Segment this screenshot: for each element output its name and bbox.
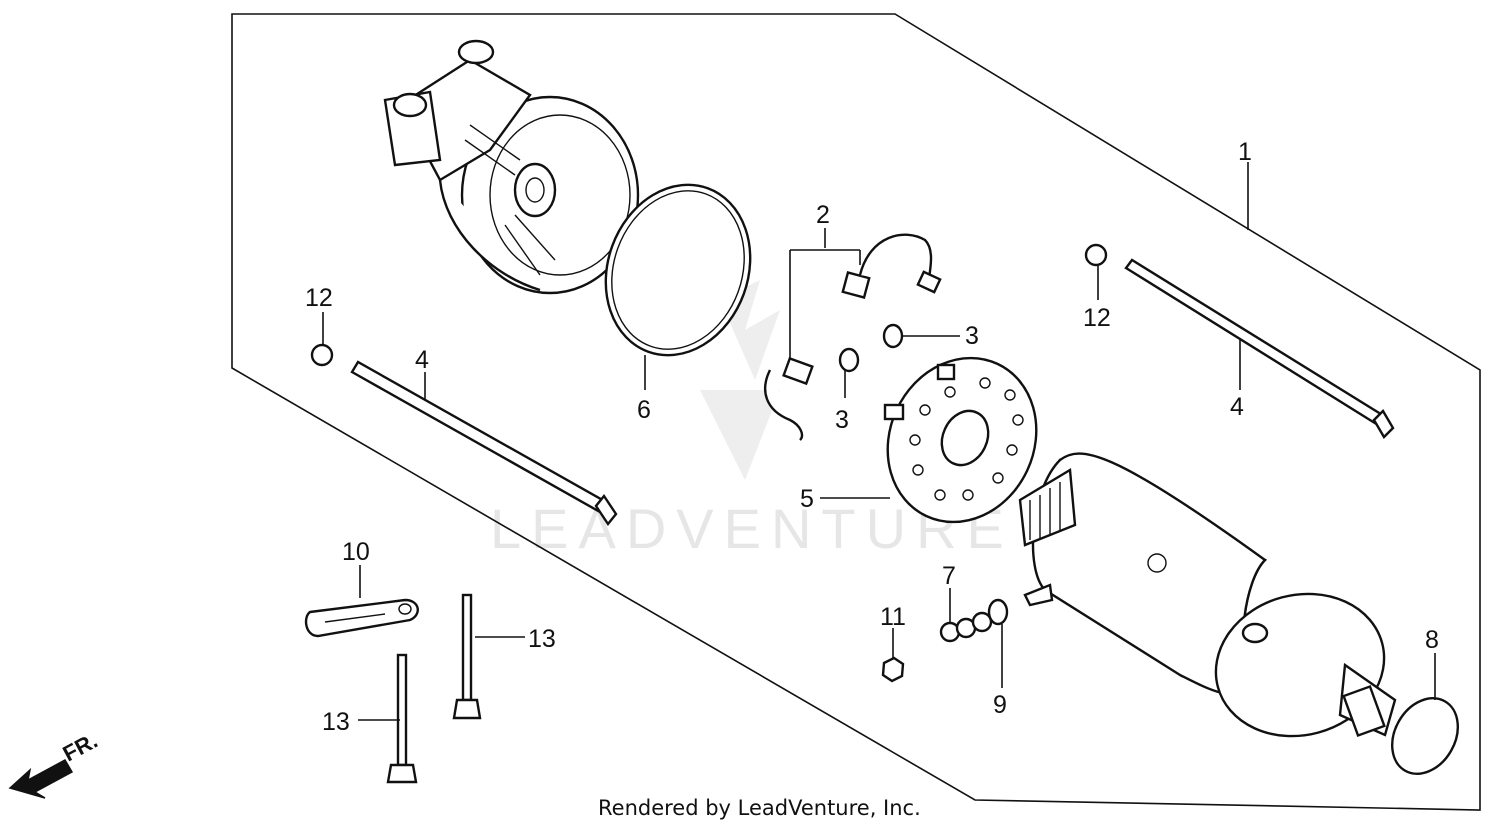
callout-12-right: 12 — [1083, 304, 1111, 332]
through-bolt-4-right — [1124, 258, 1395, 439]
callout-1: 1 — [1238, 138, 1252, 166]
brush-holder-5 — [883, 356, 1038, 524]
callout-13-lower: 13 — [322, 708, 350, 736]
callout-13-upper: 13 — [528, 625, 556, 653]
callout-4-right: 4 — [1230, 393, 1244, 421]
callout-3-lower: 3 — [835, 406, 849, 434]
brush-spring-3 — [838, 323, 904, 373]
leader-lines — [322, 162, 1436, 721]
callout-2: 2 — [816, 201, 830, 229]
washer-12-right — [1084, 243, 1108, 267]
through-bolt-4-left — [350, 360, 618, 527]
callout-9: 9 — [993, 691, 1007, 719]
starter-motor-1 — [1018, 452, 1397, 738]
o-ring-6 — [604, 183, 752, 357]
callout-10: 10 — [342, 538, 370, 566]
washer-12-left — [310, 343, 334, 367]
front-direction-arrow-icon — [8, 758, 74, 799]
o-ring-8 — [1391, 697, 1459, 775]
callout-8: 8 — [1425, 626, 1439, 654]
bolt-13-lower — [386, 653, 418, 784]
nut-11 — [881, 656, 905, 683]
callout-7: 7 — [942, 562, 956, 590]
callout-12-left: 12 — [305, 284, 333, 312]
terminal-nut-set-7-9 — [939, 598, 1009, 643]
render-credit: Rendered by LeadVenture, Inc. — [598, 796, 921, 820]
callout-11: 11 — [880, 603, 906, 631]
front-housing — [383, 39, 640, 295]
callout-5: 5 — [800, 485, 814, 513]
bolt-13-upper — [452, 593, 482, 720]
brush-terminal-2 — [763, 233, 942, 441]
front-direction-arrow: FR. — [8, 728, 102, 799]
assembly-outline — [231, 13, 1481, 811]
callout-3-upper: 3 — [965, 322, 979, 350]
callout-labels: 1 2 3 3 4 4 5 6 7 8 9 10 11 12 12 13 13 — [305, 138, 1439, 736]
callout-4-left: 4 — [415, 346, 429, 374]
callout-6: 6 — [637, 396, 651, 424]
bracket-10 — [304, 598, 419, 638]
